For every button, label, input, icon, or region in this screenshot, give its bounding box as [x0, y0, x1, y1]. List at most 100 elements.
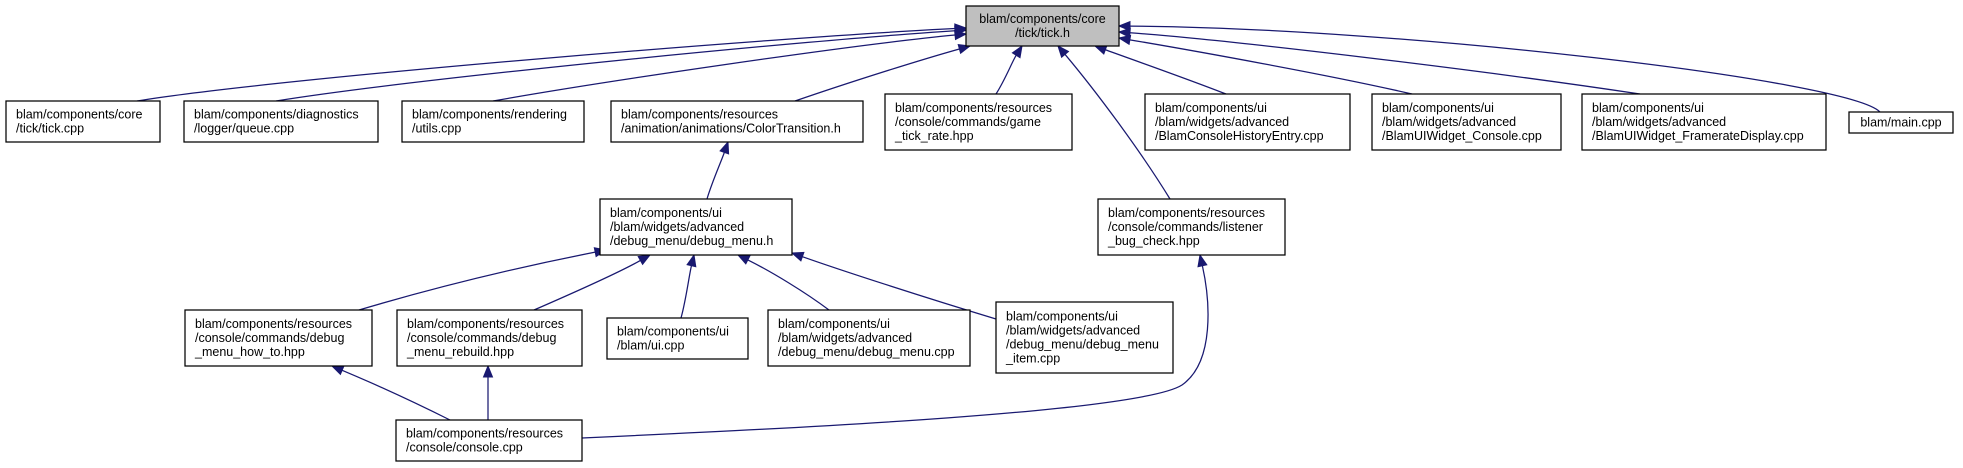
node-label-line: blam/components/ui: [617, 325, 729, 339]
arrowhead-icon: [482, 364, 494, 378]
node-label-line: /BlamConsoleHistoryEntry.cpp: [1155, 129, 1324, 143]
arrowhead-icon: [1093, 44, 1108, 55]
edge-line: [794, 48, 960, 102]
node-label-line: blam/components/core: [16, 108, 143, 122]
arrowhead-icon: [736, 254, 751, 265]
node-tick-h[interactable]: blam/components/core/tick/tick.h: [965, 5, 1120, 47]
node-label-line: _tick_rate.hpp: [894, 129, 974, 143]
node-label-line: blam/components/resources: [406, 427, 563, 441]
node-history-entry-cpp[interactable]: blam/components/ui/blam/widgets/advanced…: [1144, 93, 1351, 151]
edge-line: [136, 27, 956, 102]
node-label-line: /console/commands/game: [895, 115, 1041, 129]
edge-line: [581, 265, 1209, 439]
edge-console_cpp-to-debug_menu_rebuild_hpp: [482, 364, 494, 420]
node-console-cpp[interactable]: blam/components/resources/console/consol…: [395, 419, 583, 462]
node-label-line: /tick/tick.h: [1015, 26, 1070, 40]
edge-line: [1129, 39, 1413, 95]
node-label-line: blam/components/resources: [195, 317, 352, 331]
node-label-line: blam/components/resources: [895, 101, 1052, 115]
node-label-line: blam/components/ui: [1592, 101, 1704, 115]
edge-framerate_display_cpp-to-tick_h: [1117, 27, 1641, 95]
arrowhead-icon: [790, 251, 805, 262]
node-label-line: /blam/widgets/advanced: [1155, 115, 1289, 129]
node-main-cpp[interactable]: blam/main.cpp: [1848, 111, 1954, 134]
node-label-line: _bug_check.hpp: [1107, 234, 1200, 248]
arrowhead-icon: [957, 44, 972, 55]
node-label-line: blam/components/rendering: [412, 108, 567, 122]
node-game-tick-rate-hpp[interactable]: blam/components/resources/console/comman…: [884, 93, 1073, 151]
node-label-line: /BlamUIWidget_Console.cpp: [1382, 129, 1542, 143]
node-framerate-display-cpp[interactable]: blam/components/ui/blam/widgets/advanced…: [1581, 93, 1827, 151]
node-box: [1144, 93, 1351, 151]
node-label-line: /logger/queue.cpp: [194, 122, 294, 136]
edge-listener_bug_check_hpp-to-tick_h: [1057, 44, 1171, 200]
node-label-line: _menu_how_to.hpp: [194, 345, 305, 359]
node-utils-cpp[interactable]: blam/components/rendering/utils.cpp: [401, 100, 585, 143]
node-box: [1848, 111, 1954, 134]
node-box: [1371, 93, 1562, 151]
arrowhead-icon: [1117, 20, 1131, 32]
node-debug-menu-h[interactable]: blam/components/ui/blam/widgets/advanced…: [599, 198, 793, 256]
edge-line: [341, 369, 451, 421]
node-box: [396, 309, 583, 367]
arrowhead-icon: [1117, 34, 1132, 46]
arrowhead-icon: [637, 254, 652, 266]
node-debug-menu-cpp[interactable]: blam/components/ui/blam/widgets/advanced…: [767, 309, 971, 367]
edges-layer: [136, 20, 1881, 439]
node-color-transition-h[interactable]: blam/components/resources/animation/anim…: [610, 100, 864, 143]
node-box: [183, 100, 379, 143]
edge-widget_console_cpp-to-tick_h: [1117, 34, 1413, 95]
arrowhead-icon: [954, 29, 968, 41]
node-label-line: /tick/tick.cpp: [16, 122, 84, 136]
node-box: [610, 100, 864, 143]
edge-debug_menu_rebuild_hpp-to-debug_menu_h: [533, 254, 652, 311]
node-label-line: blam/main.cpp: [1860, 116, 1941, 130]
edge-debug_menu_cpp-to-debug_menu_h: [736, 254, 830, 311]
node-label-line: /blam/widgets/advanced: [778, 331, 912, 345]
node-listener-bug-check-hpp[interactable]: blam/components/resources/console/comman…: [1097, 198, 1286, 256]
node-tick-cpp[interactable]: blam/components/core/tick/tick.cpp: [5, 100, 161, 143]
node-label-line: /console/commands/listener: [1108, 220, 1263, 234]
node-box: [1581, 93, 1827, 151]
edge-color_transition_h-to-tick_h: [794, 44, 972, 102]
arrowhead-icon: [1011, 44, 1023, 59]
edge-line: [995, 54, 1017, 95]
node-ui-cpp[interactable]: blam/components/ui/blam/ui.cpp: [606, 317, 749, 360]
node-debug-menu-rebuild-hpp[interactable]: blam/components/resources/console/comman…: [396, 309, 583, 367]
arrowhead-icon: [330, 365, 345, 376]
edge-debug_menu_how_to_hpp-to-debug_menu_h: [358, 247, 608, 311]
node-label-line: /blam/widgets/advanced: [1592, 115, 1726, 129]
node-label-line: blam/components/core: [979, 12, 1106, 26]
edge-game_tick_rate_hpp-to-tick_h: [995, 44, 1023, 95]
node-label-line: /console/commands/debug: [407, 331, 556, 345]
edge-console_cpp-to-listener_bug_check_hpp: [581, 253, 1209, 439]
edge-line: [1129, 32, 1641, 95]
arrowhead-icon: [686, 253, 697, 268]
node-box: [1097, 198, 1286, 256]
node-debug-menu-how-to-hpp[interactable]: blam/components/resources/console/comman…: [184, 309, 373, 367]
edge-line: [275, 30, 956, 102]
arrowhead-icon: [1197, 253, 1208, 268]
nodes-layer: blam/components/core/tick/tick.hblam/com…: [5, 5, 1954, 462]
edge-console_cpp-to-debug_menu_how_to_hpp: [330, 365, 451, 421]
node-label-line: /BlamUIWidget_FramerateDisplay.cpp: [1592, 129, 1804, 143]
edge-line: [1064, 54, 1171, 200]
node-widget-console-cpp[interactable]: blam/components/ui/blam/widgets/advanced…: [1371, 93, 1562, 151]
node-debug-menu-item-cpp[interactable]: blam/components/ui/blam/widgets/advanced…: [995, 301, 1174, 374]
node-label-line: /console/console.cpp: [406, 441, 523, 455]
arrowhead-icon: [1117, 27, 1131, 39]
edge-line: [706, 152, 725, 200]
arrowhead-icon: [1057, 44, 1070, 59]
node-box: [184, 309, 373, 367]
node-label-line: /blam/widgets/advanced: [1006, 324, 1140, 338]
node-box: [5, 100, 161, 143]
edge-ui_cpp-to-debug_menu_h: [680, 253, 697, 319]
node-label-line: /debug_menu/debug_menu.cpp: [778, 345, 955, 359]
node-label-line: blam/components/ui: [1006, 310, 1118, 324]
edge-line: [533, 259, 641, 311]
node-label-line: /debug_menu/debug_menu: [1006, 338, 1159, 352]
edge-utils_cpp-to-tick_h: [492, 29, 968, 102]
node-queue-cpp[interactable]: blam/components/diagnostics/logger/queue…: [183, 100, 379, 143]
node-box: [606, 317, 749, 360]
node-box: [599, 198, 793, 256]
